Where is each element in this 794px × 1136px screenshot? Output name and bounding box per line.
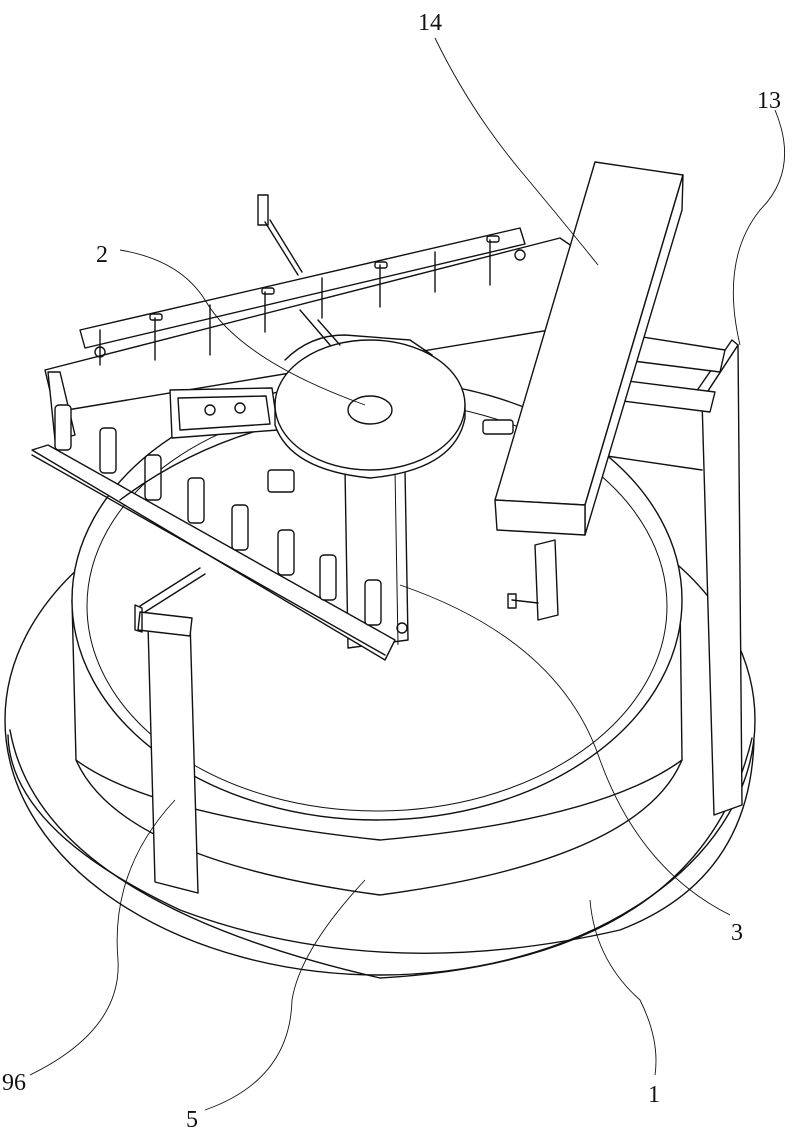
label-13: 13 <box>757 88 781 114</box>
left-frame <box>170 388 278 438</box>
label-1: 1 <box>648 1082 660 1108</box>
label-5: 5 <box>186 1107 198 1133</box>
top-rod <box>258 195 302 275</box>
label-3: 3 <box>731 920 743 946</box>
label-96: 96 <box>2 1070 26 1096</box>
label-2: 2 <box>96 242 108 268</box>
label-14: 14 <box>418 10 442 36</box>
leader-13 <box>733 110 784 345</box>
